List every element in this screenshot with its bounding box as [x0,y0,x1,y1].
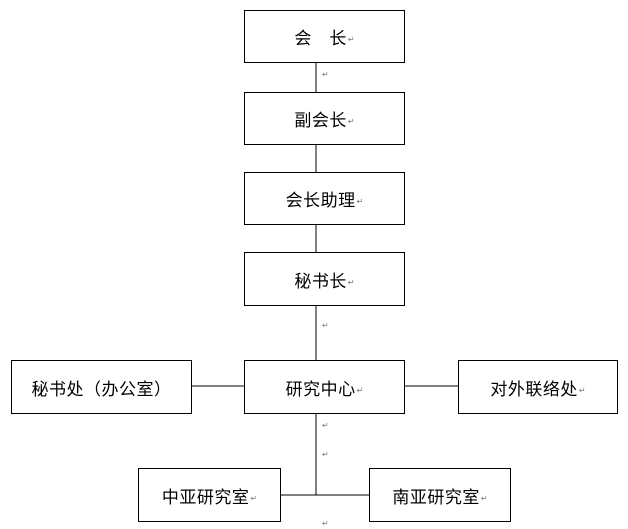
node-assistant: 会长助理↵ [244,172,405,225]
node-research-center-label: 研究中心 [285,379,356,400]
node-president-label: 会 长 [294,29,347,49]
node-central-asia-label: 中亚研究室 [161,487,250,508]
node-south-asia: 南亚研究室↵ [369,468,511,522]
paragraph-mark: ↵ [578,385,586,395]
paragraph-mark: ↵ [347,117,355,126]
node-secretariat: 秘书处（办公室） [11,360,192,414]
node-vice-president-label: 副会长 [294,111,347,131]
node-foreign-liaison: 对外联络处↵ [458,360,618,414]
paragraph-mark: ↵ [480,493,488,503]
paragraph-mark: ↵ [250,493,258,503]
node-research-center: 研究中心↵ [244,360,405,414]
node-secretary-general: 秘书长↵ [244,252,405,306]
paragraph-mark: ↵ [356,385,364,395]
paragraph-mark: ↵ [347,35,355,44]
paragraph-mark: ↵ [347,277,355,287]
node-central-asia: 中亚研究室↵ [138,468,281,522]
paragraph-mark: ↵ [322,321,329,330]
paragraph-mark: ↵ [322,519,329,528]
node-president: 会 长↵ [244,10,405,63]
paragraph-mark: ↵ [356,197,364,206]
node-foreign-liaison-label: 对外联络处 [490,379,578,400]
node-secretariat-label: 秘书处（办公室） [31,379,172,400]
node-assistant-label: 会长助理 [285,191,356,211]
node-vice-president: 副会长↵ [244,92,405,145]
paragraph-mark: ↵ [322,421,329,430]
paragraph-mark: ↵ [322,450,329,459]
paragraph-mark: ↵ [322,70,329,79]
node-south-asia-label: 南亚研究室 [392,487,480,508]
node-secretary-general-label: 秘书长 [294,271,347,292]
